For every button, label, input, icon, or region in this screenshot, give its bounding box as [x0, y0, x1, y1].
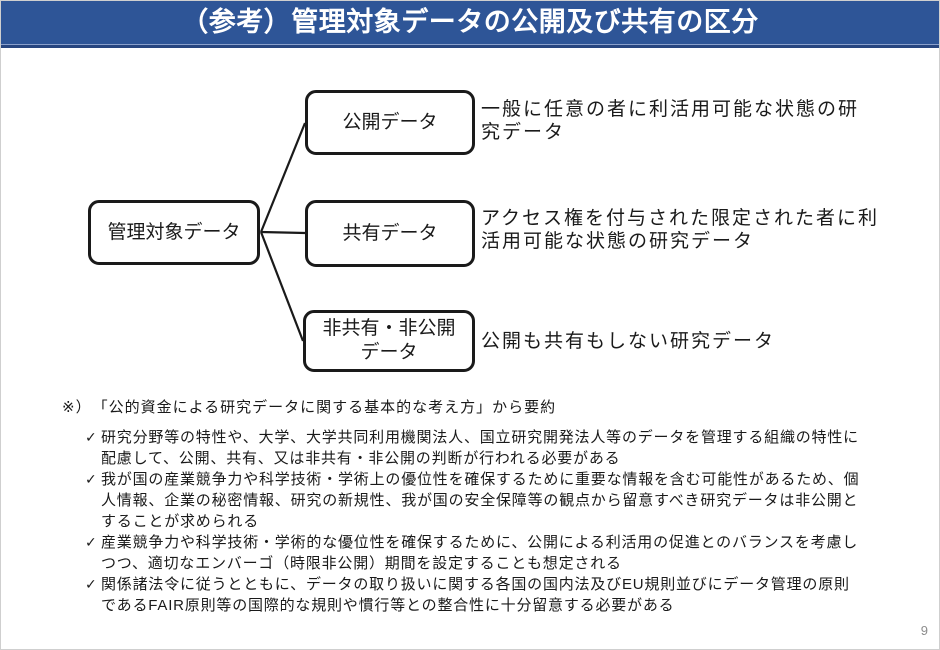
- description-shared-data: アクセス権を付与された限定された者に利 活用可能な状態の研究データ: [481, 208, 880, 252]
- check-icon: ✓: [85, 534, 97, 550]
- description-nonshared-data: 公開も共有もしない研究データ: [481, 331, 776, 352]
- node-nonshared-nonpublic-data: 非共有・非公開 データ: [303, 310, 475, 372]
- check-icon: ✓: [85, 471, 97, 487]
- node-open-data: 公開データ: [305, 90, 475, 155]
- title-banner-underline: [0, 45, 940, 48]
- page-number: 9: [920, 623, 928, 638]
- node-shared-data: 共有データ: [305, 200, 475, 267]
- title-banner: （参考）管理対象データの公開及び共有の区分: [0, 0, 940, 45]
- connector-lines: [259, 122, 307, 342]
- list-item: ✓ 我が国の産業競争力や科学技術・学術上の優位性を確保するために重要な情報を含む…: [85, 469, 895, 532]
- check-icon: ✓: [85, 429, 97, 445]
- list-item: ✓ 関係諸法令に従うとともに、データの取り扱いに関する各国の国内法及びEU規則並…: [85, 574, 895, 616]
- summary-bullet-list: ✓ 研究分野等の特性や、大学、大学共同利用機関法人、国立研究開発法人等のデータを…: [85, 427, 895, 616]
- node-managed-data: 管理対象データ: [88, 200, 260, 265]
- list-item: ✓ 研究分野等の特性や、大学、大学共同利用機関法人、国立研究開発法人等のデータを…: [85, 427, 895, 469]
- description-open-data: 一般に任意の者に利活用可能な状態の研 究データ: [481, 99, 860, 143]
- check-icon: ✓: [85, 576, 97, 592]
- bullet-text: 研究分野等の特性や、大学、大学共同利用機関法人、国立研究開発法人等のデータを管理…: [101, 429, 859, 467]
- source-note: ※） 「公的資金による研究データに関する基本的な考え方」から要約: [62, 399, 557, 416]
- page-title: （参考）管理対象データの公開及び共有の区分: [181, 7, 759, 37]
- bullet-text: 関係諸法令に従うとともに、データの取り扱いに関する各国の国内法及びEU規則並びに…: [101, 576, 850, 614]
- bullet-text: 産業競争力や科学技術・学術的な優位性を確保するために、公開による利活用の促進との…: [101, 534, 859, 572]
- list-item: ✓ 産業競争力や科学技術・学術的な優位性を確保するために、公開による利活用の促進…: [85, 532, 895, 574]
- bullet-text: 我が国の産業競争力や科学技術・学術上の優位性を確保するために重要な情報を含む可能…: [101, 471, 860, 530]
